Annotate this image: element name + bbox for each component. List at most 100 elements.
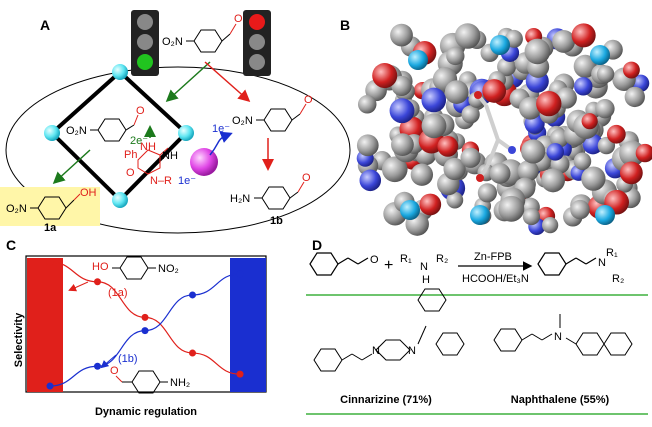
atom-sphere <box>573 152 592 170</box>
svg-text:NH: NH <box>162 150 178 162</box>
series-label-1a: (1a) <box>108 287 128 299</box>
guest-bond <box>486 139 500 166</box>
red-arrow-1 <box>204 61 251 102</box>
svg-text:O₂N: O₂N <box>66 125 87 137</box>
atom-sphere <box>410 163 434 186</box>
svg-text:NO₂: NO₂ <box>158 263 179 275</box>
data-point-1a-0 <box>46 258 54 266</box>
svg-text:O: O <box>136 105 145 117</box>
data-point-1a-4 <box>236 370 244 378</box>
data-point-1b-2 <box>141 327 149 335</box>
svg-text:O: O <box>304 94 313 106</box>
atom-sphere <box>390 23 413 47</box>
svg-text:HCOOH/Et₃N: HCOOH/Et₃N <box>462 273 529 285</box>
atom-sphere <box>391 75 412 97</box>
atom-sphere <box>624 86 645 108</box>
atom-sphere <box>542 217 559 234</box>
atom-sphere <box>454 23 481 49</box>
electron-label-top: 1e⁻ <box>212 123 230 135</box>
atom-sphere <box>622 61 640 79</box>
svg-text:N: N <box>408 345 416 357</box>
data-point-1b-4 <box>236 270 244 278</box>
atom-sphere <box>460 147 481 168</box>
metal-node-sphere <box>400 200 420 220</box>
metal-node-sphere <box>470 205 490 225</box>
atom-sphere <box>541 168 566 193</box>
svg-text:Zn-FPB: Zn-FPB <box>474 251 512 263</box>
nitrobenzaldehyde-right: O₂N O <box>232 94 313 132</box>
atom-sphere <box>381 156 408 183</box>
atom-sphere <box>498 195 525 222</box>
atom-sphere <box>571 23 596 48</box>
data-point-1b-1 <box>94 362 101 370</box>
svg-text:O₂N: O₂N <box>6 203 27 215</box>
svg-text:N: N <box>372 345 380 357</box>
guest-bond <box>484 104 500 141</box>
svg-text:R₁: R₁ <box>400 253 412 265</box>
atom-sphere <box>570 199 590 220</box>
atom-sphere <box>522 207 540 226</box>
atom-sphere <box>359 169 382 192</box>
svg-text:N: N <box>554 331 562 343</box>
svg-text:O₂N: O₂N <box>232 115 253 127</box>
data-point-1b-3 <box>189 291 196 299</box>
atom-sphere <box>582 133 604 155</box>
svg-text:R₂: R₂ <box>436 253 448 265</box>
atom-sphere <box>356 134 379 157</box>
metal-node-sphere <box>590 45 610 65</box>
data-point-1a-2 <box>141 313 149 321</box>
green-arrow-2 <box>52 149 91 185</box>
panel-a-letter: A <box>40 17 50 33</box>
product-label-cinnarizine: Cinnarizine (71%) <box>340 394 432 406</box>
chart-xlabel: Dynamic regulation <box>95 406 197 418</box>
electron-transfer-arrow <box>209 131 233 156</box>
nitrobenzaldehyde-inner: O₂N O <box>66 105 145 142</box>
atom-sphere <box>581 113 598 130</box>
svg-text:R₂: R₂ <box>612 273 624 285</box>
atom-sphere <box>546 143 565 161</box>
atom-sphere <box>357 95 377 114</box>
selectivity-chart <box>25 255 267 393</box>
product-1b: H₂N O 1b <box>230 172 311 227</box>
chart-structure-1b: O NH₂ <box>110 365 190 394</box>
dye-catalyst-structure: NH Ph NH N–R O 2e⁻ <box>124 125 178 187</box>
atom-sphere <box>619 161 643 185</box>
electron-label-bottom: 1e⁻ <box>178 175 196 187</box>
cinnarizine-structure: N N <box>313 288 465 372</box>
atom-sphere <box>595 99 615 119</box>
atom-sphere <box>573 54 597 78</box>
traffic-light-green-icon <box>131 10 159 76</box>
svg-text:1a: 1a <box>44 222 57 234</box>
svg-text:O: O <box>126 167 135 179</box>
chart-ylabel: Selectivity <box>13 312 25 367</box>
atom-sphere <box>581 166 606 191</box>
atom-sphere <box>519 96 542 120</box>
atom-sphere <box>419 193 442 216</box>
atom-sphere <box>521 139 546 164</box>
atom-sphere <box>482 79 507 103</box>
nitrobenzaldehyde-top: O₂N O <box>162 13 243 53</box>
svg-text:NH: NH <box>140 141 156 153</box>
data-point-1a-1 <box>94 278 101 286</box>
svg-text:HO: HO <box>92 261 109 273</box>
atom-sphere <box>437 136 459 157</box>
metal-node-sphere <box>408 50 428 70</box>
svg-text:O: O <box>370 254 379 266</box>
svg-text:O: O <box>234 13 243 25</box>
atom-sphere <box>389 98 415 124</box>
svg-text:+: + <box>384 257 393 274</box>
data-point-1a-3 <box>189 349 196 357</box>
atom-sphere <box>477 183 498 203</box>
svg-text:N: N <box>420 261 428 273</box>
atom-sphere <box>391 133 414 157</box>
svg-text:H: H <box>422 274 430 286</box>
reaction-cage-ellipse <box>5 66 351 234</box>
end-bar-right <box>230 258 266 392</box>
svg-text:H₂N: H₂N <box>230 193 250 205</box>
atom-sphere <box>446 46 465 66</box>
pointer-arrow-1b <box>100 354 117 369</box>
atom-sphere <box>444 80 469 104</box>
metal-node-sphere <box>595 205 615 225</box>
atom-sphere <box>524 38 551 65</box>
guest-atom <box>476 174 484 182</box>
